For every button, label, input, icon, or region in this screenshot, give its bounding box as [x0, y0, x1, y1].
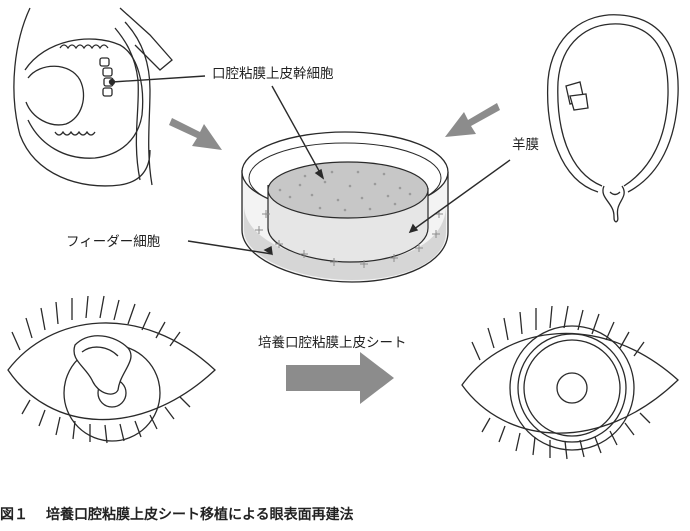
culture-dish	[241, 131, 449, 283]
pointer-lines	[111, 75, 511, 256]
figure-caption: 図１ 培養口腔粘膜上皮シート移植による眼表面再建法	[0, 504, 354, 524]
arrow-mouth-to-dish	[169, 118, 222, 150]
feeder-cells-label: フィーダー細胞	[66, 234, 161, 250]
amnion-illustration	[546, 14, 679, 223]
figure-number: 図１	[0, 507, 28, 523]
cultured-sheet-label: 培養口腔粘膜上皮シート	[258, 335, 407, 351]
arrows-to-dish	[169, 103, 500, 150]
reconstructed-eye-illustration	[461, 305, 679, 460]
arrow-amnion-to-dish	[445, 103, 500, 137]
mouth-illustration	[13, 7, 173, 187]
oral-stem-cells-label: 口腔粘膜上皮幹細胞	[212, 66, 334, 82]
amniotic-membrane-label: 羊膜	[512, 137, 539, 153]
figure-caption-text: 培養口腔粘膜上皮シート移植による眼表面再建法	[46, 507, 354, 523]
arrow-to-reconstructed-eye	[286, 352, 394, 404]
damaged-eye-illustration	[7, 295, 216, 444]
